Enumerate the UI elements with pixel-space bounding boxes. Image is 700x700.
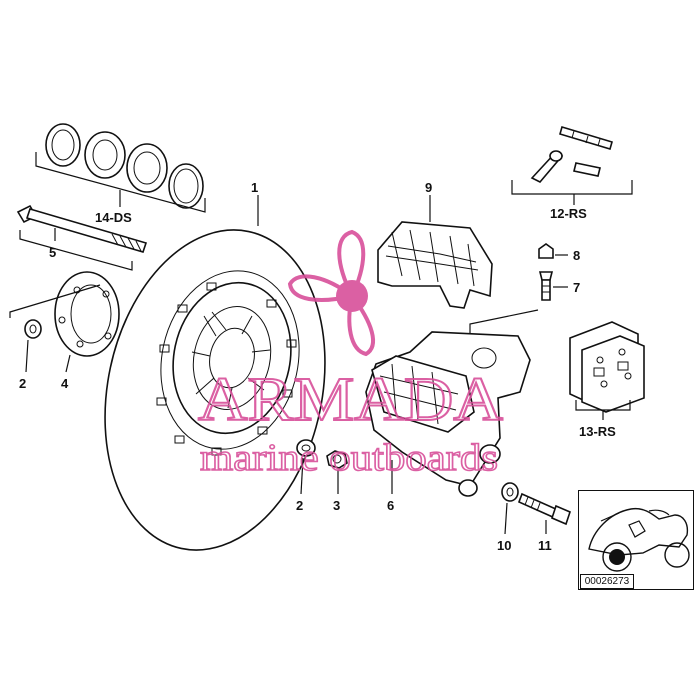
brake-disc-1 [104, 195, 326, 551]
watermark-tagline: marine outboards [200, 437, 498, 479]
callout-12-rs: 12-RS [550, 206, 587, 221]
callout-4: 4 [61, 376, 69, 391]
callout-3: 3 [333, 498, 340, 513]
reference-number: 00026273 [580, 574, 634, 589]
callout-7: 7 [573, 280, 580, 295]
bleed-valve-7 [538, 271, 568, 301]
bleed-cap-8 [538, 243, 568, 259]
washer-2-center [296, 439, 316, 495]
bearing-set-14-ds [35, 123, 206, 213]
bolt-11 [517, 492, 571, 534]
watermark-brand: ARMADA [198, 366, 503, 434]
callout-2-center: 2 [296, 498, 303, 513]
location-thumbnail [578, 490, 694, 590]
watermark: ARMADA marine outboards [197, 229, 504, 480]
callout-9: 9 [425, 180, 432, 195]
callout-11: 11 [538, 538, 552, 553]
callout-10: 10 [497, 538, 511, 553]
flange-4 [9, 271, 120, 373]
axle-bolt-5 [16, 204, 148, 271]
callout-5: 5 [49, 245, 56, 260]
caliper-6 [365, 309, 539, 497]
callout-6: 6 [387, 498, 394, 513]
washer-10 [501, 482, 519, 535]
propeller-icon [287, 229, 376, 357]
pin-kit-12-rs [511, 126, 633, 205]
callout-13-rs: 13-RS [579, 424, 616, 439]
motorcycle-icon [588, 507, 690, 572]
callout-2-left: 2 [19, 376, 26, 391]
callout-14-ds: 14-DS [95, 210, 132, 225]
nut-3 [326, 450, 348, 494]
callout-8: 8 [573, 248, 580, 263]
brake-pads-13-rs [569, 321, 645, 420]
washer-2-left [24, 319, 42, 373]
callout-1: 1 [251, 180, 258, 195]
caliper-cover-9 [377, 195, 493, 309]
